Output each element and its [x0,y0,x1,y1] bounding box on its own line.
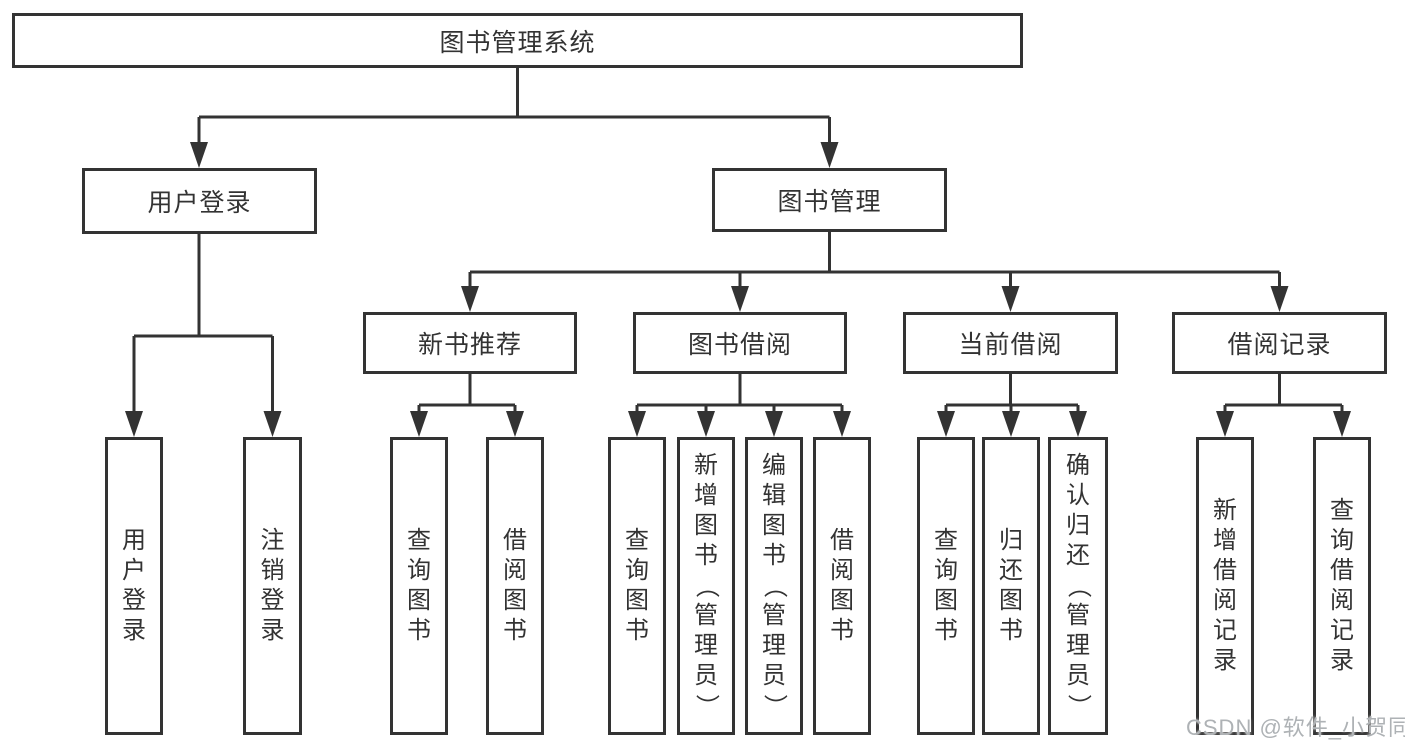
connector-userlogin-to-leaves [132,234,274,421]
connector-root-to-level2 [197,68,831,152]
connector-bookmgmt-to-level3 [468,231,1281,296]
leaf-query-books-recommend: 查询图书 [390,437,448,735]
arrowhead-icon [731,286,749,312]
leaf-borrow-books: 借阅图书 [813,437,871,735]
arrowhead-icon [461,286,479,312]
arrowhead-icon [820,142,839,168]
leaf-logout: 注销登录 [243,437,302,735]
node-book-management: 图书管理 [712,168,947,232]
leaf-edit-book-admin: 编辑图书（管理员） [745,437,803,735]
connector-borrow-to-leaves [635,374,844,421]
leaf-add-book-admin: 新增图书（管理员） [677,437,735,735]
node-current-borrow: 当前借阅 [903,312,1118,374]
arrowheads [125,142,1351,437]
leaf-return-book: 归还图书 [982,437,1040,735]
arrowhead-icon [125,411,143,437]
leaf-query-borrow-record: 查询借阅记录 [1313,437,1371,735]
connector-records-to-leaves [1223,374,1344,421]
node-borrow-records: 借阅记录 [1172,312,1387,374]
arrowhead-icon [628,411,646,437]
arrowhead-icon [1270,286,1289,312]
connector-newbook-to-leaves [417,374,517,421]
arrowhead-icon [190,142,208,168]
connector-paths [132,68,1344,421]
arrowhead-icon [833,411,851,437]
leaf-user-login: 用户登录 [105,437,163,735]
node-library-system: 图书管理系统 [12,13,1023,68]
arrowhead-icon [765,411,783,437]
arrowhead-icon [937,411,955,437]
leaf-query-books-current: 查询图书 [917,437,975,735]
leaf-borrow-books-recommend: 借阅图书 [486,437,544,735]
arrowhead-icon [410,411,428,437]
arrowhead-icon [263,411,282,437]
arrowhead-icon [1069,411,1087,437]
arrowhead-icon [1002,411,1020,437]
arrowhead-icon [1333,411,1351,437]
node-user-login: 用户登录 [82,168,317,234]
arrowhead-icon [697,411,715,437]
watermark: CSDN @软件_小贺同学 [1186,715,1405,740]
node-new-book-recommend: 新书推荐 [363,312,577,374]
node-book-borrow: 图书借阅 [633,312,847,374]
arrowhead-icon [1216,411,1234,437]
leaf-query-books-borrow: 查询图书 [608,437,666,735]
arrowhead-icon [506,411,524,437]
leaf-add-borrow-record: 新增借阅记录 [1196,437,1254,735]
arrowhead-icon [1001,286,1020,312]
leaf-confirm-return-admin: 确认归还（管理员） [1048,437,1108,735]
